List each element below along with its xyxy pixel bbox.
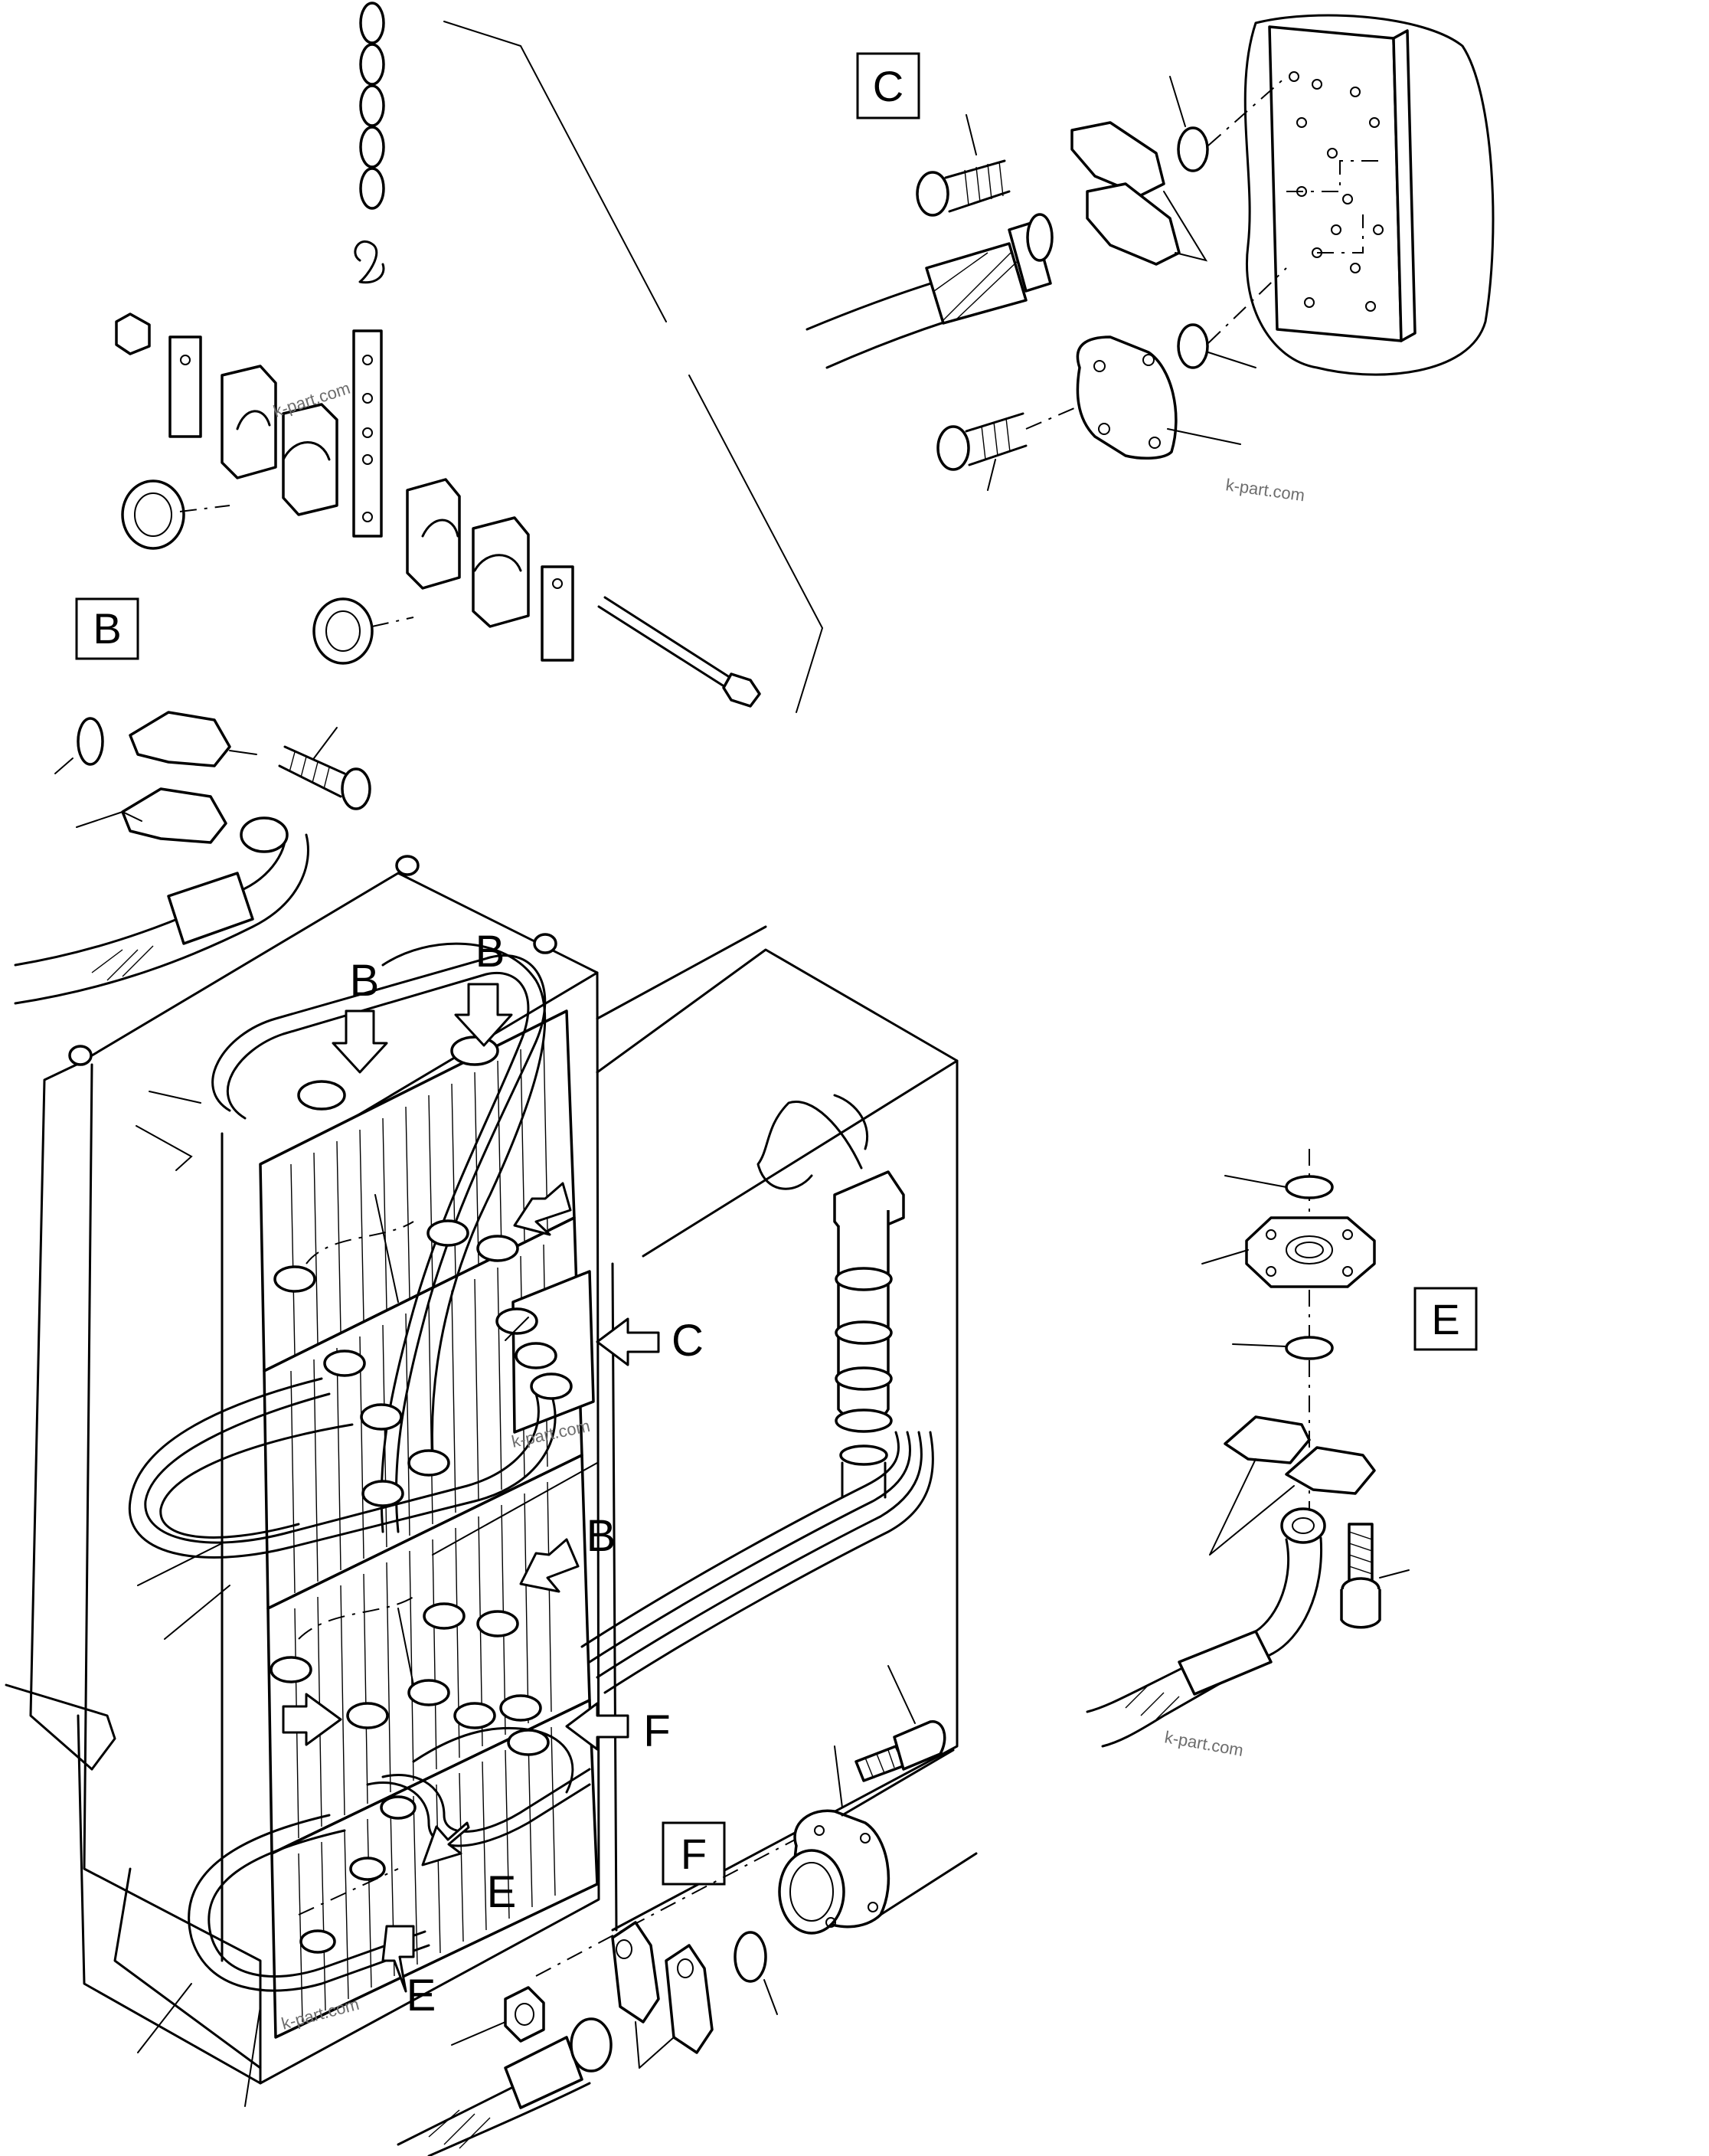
callout-b-mid: B xyxy=(587,1511,616,1561)
hose-c xyxy=(805,213,1054,369)
callout-f: F xyxy=(643,1706,670,1756)
cabinet-leader-lines xyxy=(136,1091,598,2107)
callout-e-upper: E xyxy=(487,1867,517,1917)
detail-b-assembly xyxy=(115,2,824,713)
arrow-f xyxy=(565,1702,629,1751)
watermark-detail-c: k-part.com xyxy=(1224,475,1305,505)
left-top-flange-assembly xyxy=(14,711,371,1005)
callout-b-top-right: B xyxy=(475,927,505,977)
callout-c: C xyxy=(672,1316,704,1366)
arrow-mid-1 xyxy=(513,1182,572,1236)
direction-arrows xyxy=(282,983,660,1993)
detail-c-assembly xyxy=(805,14,1495,491)
o-ring-top xyxy=(1285,1175,1334,1199)
detail-f-label: F xyxy=(681,1830,707,1878)
arrow-e-lower xyxy=(381,1925,415,1993)
detail-b-label: B xyxy=(93,604,121,653)
detail-f-assembly xyxy=(397,1665,978,2156)
arrow-b-top-left xyxy=(332,1009,388,1074)
callout-b-top-left: B xyxy=(350,956,380,1006)
o-ring xyxy=(1177,126,1209,172)
blank-flange xyxy=(1076,335,1256,460)
upper-clamp-set xyxy=(115,312,338,550)
hose-fittings xyxy=(270,1035,573,1954)
manifold-holes xyxy=(1286,71,1384,312)
arrow-e-upper xyxy=(421,1821,470,1866)
lower-clamp-set xyxy=(312,478,761,708)
detail-e-label: E xyxy=(1431,1295,1459,1343)
clamp-strap xyxy=(352,329,383,538)
level-sensor xyxy=(756,1094,905,1499)
arrow-c xyxy=(596,1317,660,1366)
o-ring-f xyxy=(734,1931,767,1983)
callout-e-lower: E xyxy=(407,1971,436,2020)
hose-bundle xyxy=(128,942,934,1992)
cap-screw xyxy=(916,114,1011,217)
chain xyxy=(354,2,385,284)
arrow-b-top-right xyxy=(454,983,513,1047)
cap-screw-e xyxy=(1340,1523,1410,1629)
watermark-detail-e: k-part.com xyxy=(1163,1727,1245,1760)
cap-screw-lower xyxy=(936,405,1080,491)
o-ring-mid xyxy=(1285,1336,1334,1360)
arrow-b-mid xyxy=(519,1538,580,1593)
arrow-left-lower xyxy=(282,1693,342,1746)
cap-screw-f xyxy=(854,1665,946,1782)
detail-c-label: C xyxy=(873,62,904,110)
o-ring xyxy=(1177,323,1209,369)
detail-e-assembly xyxy=(1086,1149,1478,1748)
